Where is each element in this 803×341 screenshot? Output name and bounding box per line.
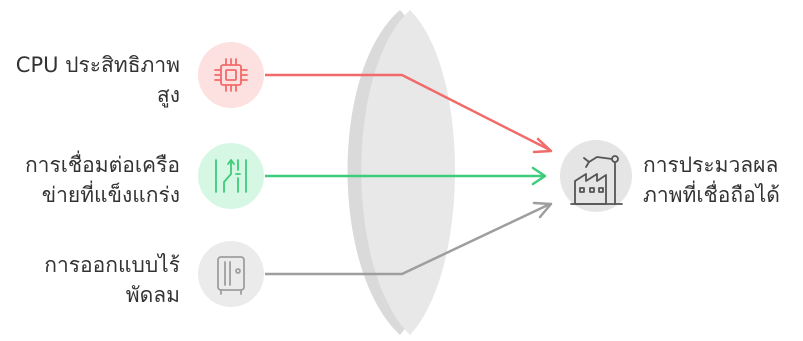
label-fanless-line-2: พัดลม [125, 283, 180, 307]
lens [347, 10, 455, 335]
label-output-line-2: ภาพที่เชื่อถือได้ [643, 183, 780, 207]
industrial-factory-robot-icon [570, 155, 623, 205]
label-cpu-line-2: สูง [156, 83, 180, 107]
label-network-line-2: ข่ายที่แข็งแกร่ง [41, 183, 180, 207]
cpu-icon [214, 58, 248, 92]
label-network-line-1: การเชื่อมต่อเครือ [24, 153, 180, 177]
network-icon-badge [198, 143, 264, 209]
output-icon-badge [560, 140, 632, 212]
cpu-icon-badge [198, 42, 264, 108]
label-network: การเชื่อมต่อเครือ ข่ายที่แข็งแกร่ง [25, 150, 180, 210]
connector-cpu [265, 73, 553, 154]
fanless-case-icon [217, 256, 245, 295]
label-fanless-line-1: การออกแบบไร้ [44, 253, 180, 277]
label-output: การประมวลผล ภาพที่เชื่อถือได้ [643, 150, 780, 210]
label-cpu: CPU ประสิทธิภาพ สูง [16, 50, 180, 110]
connector-fanless [265, 201, 553, 276]
label-fanless: การออกแบบไร้ พัดลม [44, 250, 180, 310]
fanless-icon-badge [198, 241, 264, 307]
connector-network [265, 166, 547, 186]
label-cpu-line-1: CPU ประสิทธิภาพ [15, 53, 180, 77]
label-output-line-1: การประมวลผล [643, 153, 779, 177]
network-connection-icon [215, 159, 247, 193]
